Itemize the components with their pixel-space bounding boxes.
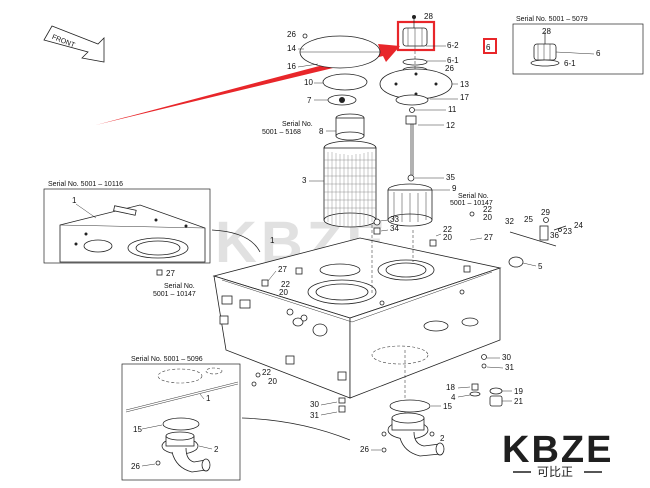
serial-27-b: 5001 – 10147 bbox=[153, 291, 196, 298]
callout-26-inset: 26 bbox=[131, 462, 140, 471]
kbze-logo: KBZE 可比正 bbox=[502, 429, 613, 479]
callout-1-bottom: 1 bbox=[206, 394, 211, 403]
logo-sub: 可比正 bbox=[537, 465, 573, 479]
callout-6: 6 bbox=[486, 43, 491, 52]
callout-31: 31 bbox=[505, 363, 514, 372]
callout-34: 34 bbox=[390, 224, 399, 233]
gasket-10 bbox=[322, 73, 368, 91]
callout-23: 23 bbox=[563, 227, 572, 236]
callout-28: 28 bbox=[424, 12, 433, 21]
callout-1: 1 bbox=[270, 236, 275, 245]
callout-24: 24 bbox=[574, 221, 583, 230]
callout-9: 9 bbox=[452, 184, 457, 193]
callout-17: 17 bbox=[460, 93, 469, 102]
callout-2-inset: 2 bbox=[214, 445, 219, 454]
callout-27-left: 27 bbox=[166, 269, 175, 278]
callout-22-bottom: 22 bbox=[262, 368, 271, 377]
callout-2: 2 bbox=[440, 434, 445, 443]
callout-25: 25 bbox=[524, 215, 533, 224]
callout-22: 22 bbox=[443, 225, 452, 234]
logo-text: KBZE bbox=[502, 429, 613, 471]
serial-8-b: 5001 – 5168 bbox=[262, 129, 301, 136]
callout-12: 12 bbox=[446, 121, 455, 130]
callout-15: 15 bbox=[443, 402, 452, 411]
inset-bottom-left: Serial No. 5001 – 5096 bbox=[121, 356, 241, 481]
callout-30-bottom: 30 bbox=[310, 400, 319, 409]
serial-bottom-box: Serial No. 5001 – 5096 bbox=[131, 356, 203, 363]
callout-6-1: 6-1 bbox=[447, 56, 459, 65]
serial-9-b: 5001 – 10147 bbox=[450, 200, 493, 207]
drain-assembly bbox=[381, 399, 445, 457]
breather-cap-small bbox=[530, 32, 560, 67]
callout-20-tank: 20 bbox=[279, 288, 288, 297]
callout-6-1-inset: 6-1 bbox=[564, 59, 576, 68]
serial-9-a: Serial No. bbox=[458, 193, 489, 200]
callout-10: 10 bbox=[304, 78, 313, 87]
callout-19: 19 bbox=[514, 387, 523, 396]
callout-20-bottom: 20 bbox=[268, 377, 277, 386]
callout-5: 5 bbox=[538, 262, 543, 271]
callout-32: 32 bbox=[505, 217, 514, 226]
filter-rod-12 bbox=[405, 115, 417, 175]
callout-28-inset: 28 bbox=[542, 27, 551, 36]
callout-6-inset: 6 bbox=[596, 49, 601, 58]
hydraulic-tank bbox=[212, 218, 502, 420]
callout-18: 18 bbox=[446, 383, 455, 392]
callout-4: 4 bbox=[451, 393, 456, 402]
callout-26: 26 bbox=[287, 30, 296, 39]
callout-36: 36 bbox=[550, 231, 559, 240]
highlight-annotation bbox=[96, 20, 497, 125]
callout-29: 29 bbox=[541, 208, 550, 217]
cover-plate-13 bbox=[379, 68, 453, 100]
filter-element-3 bbox=[323, 140, 377, 228]
callout-31-bottom: 31 bbox=[310, 411, 319, 420]
front-arrow: FRONT bbox=[43, 25, 105, 63]
cover-plate-14 bbox=[299, 35, 381, 69]
callout-15-inset: 15 bbox=[133, 425, 142, 434]
callout-26-bottom: 26 bbox=[360, 445, 369, 454]
callout-26b: 26 bbox=[445, 64, 454, 73]
callout-13: 13 bbox=[460, 80, 469, 89]
callout-11: 11 bbox=[448, 105, 457, 114]
callout-3: 3 bbox=[302, 176, 307, 185]
callout-7: 7 bbox=[307, 96, 312, 105]
callout-22-mid: 22 bbox=[483, 205, 492, 214]
callout-35: 35 bbox=[446, 173, 455, 182]
callout-16: 16 bbox=[287, 62, 296, 71]
callout-14: 14 bbox=[287, 44, 296, 53]
callout-6-2: 6-2 bbox=[447, 41, 459, 50]
callout-27-tank: 27 bbox=[278, 265, 287, 274]
gasket-17 bbox=[395, 94, 429, 106]
callout-30: 30 bbox=[502, 353, 511, 362]
strainer-8 bbox=[335, 113, 365, 141]
serial-left-box: Serial No. 5001 – 10116 bbox=[48, 181, 123, 188]
serial-8-a: Serial No. bbox=[282, 121, 313, 128]
valve-7 bbox=[327, 94, 357, 106]
callout-20-mid: 20 bbox=[483, 213, 492, 222]
serial-top-right: Serial No. 5001 – 5079 bbox=[516, 16, 588, 23]
callout-33: 33 bbox=[390, 215, 399, 224]
callout-22-tank: 22 bbox=[281, 280, 290, 289]
inset-top-right: Serial No. 5001 – 5079 28 6 6-1 bbox=[512, 16, 644, 75]
callout-8: 8 bbox=[319, 127, 324, 136]
serial-27-a: Serial No. bbox=[164, 283, 195, 290]
callout-21: 21 bbox=[514, 397, 523, 406]
callout-27: 27 bbox=[484, 233, 493, 242]
inset-left: Serial No. 5001 – 10116 bbox=[43, 181, 211, 264]
callout-20: 20 bbox=[443, 233, 452, 242]
callout-1-left: 1 bbox=[72, 196, 77, 205]
level-gauge-parts bbox=[508, 217, 567, 268]
